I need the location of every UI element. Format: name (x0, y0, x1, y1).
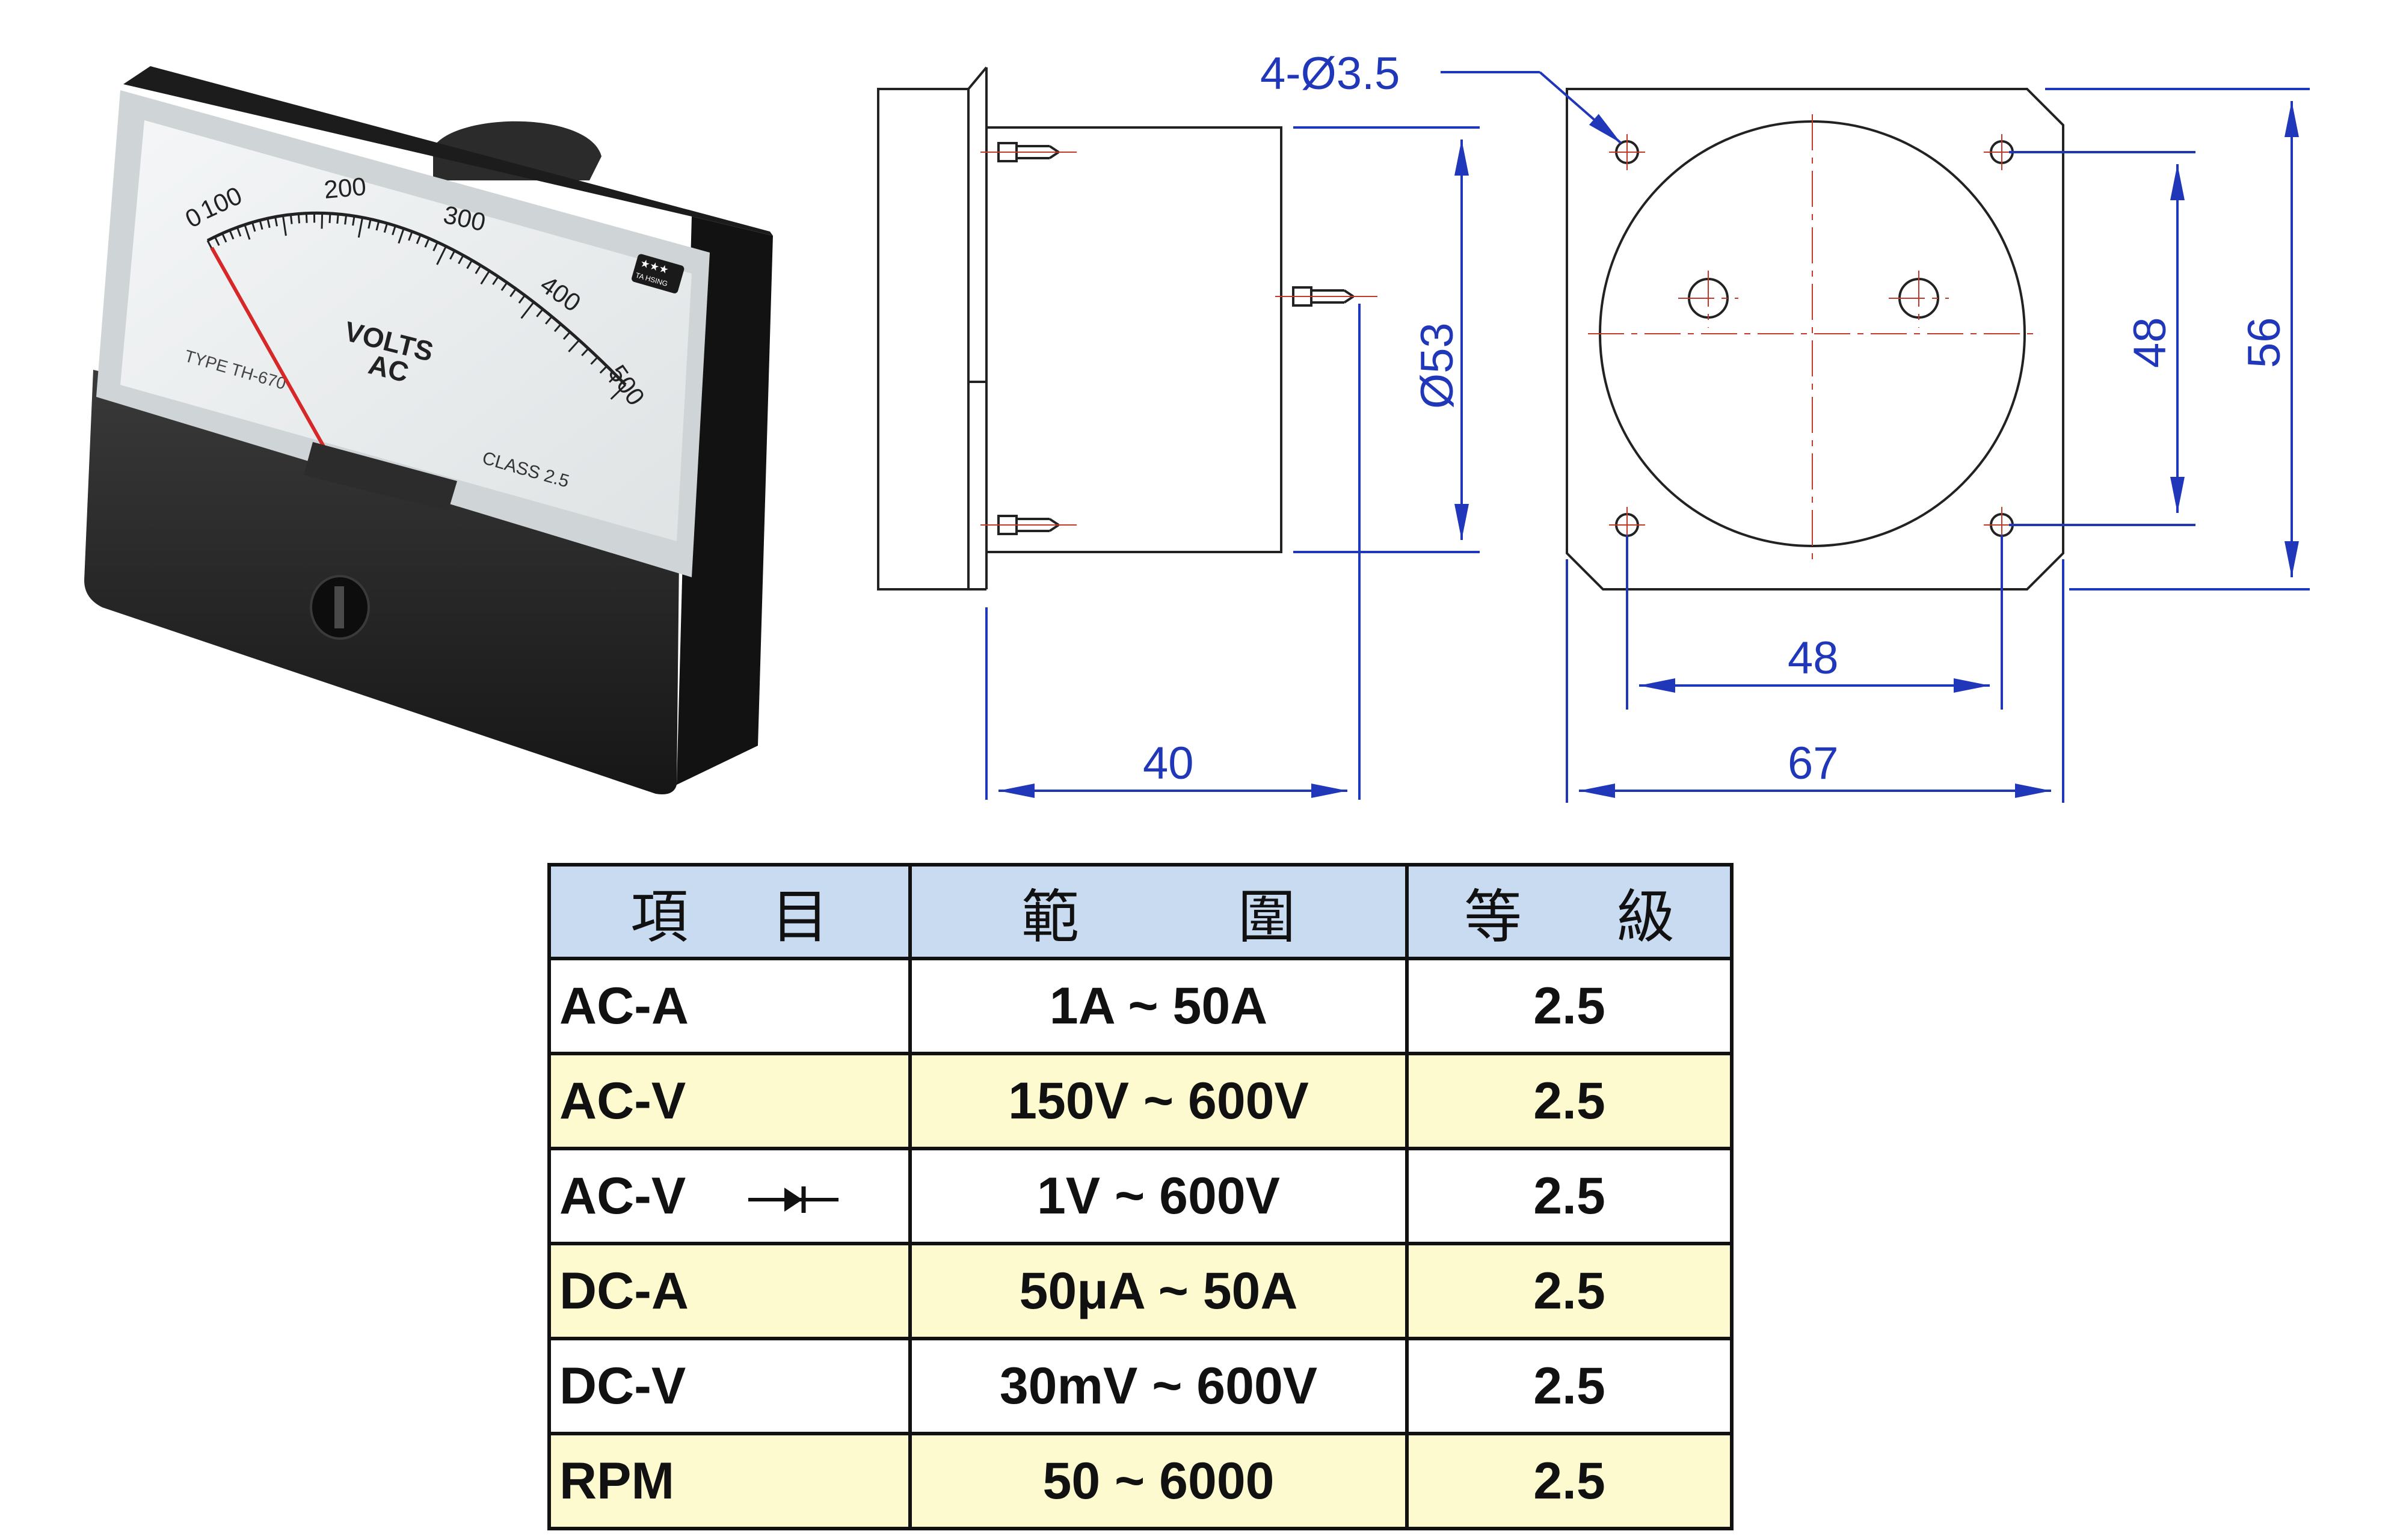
meter-needle (210, 247, 331, 458)
dim-depth: 40 (1143, 738, 1194, 789)
dim-width: 67 (1788, 738, 1839, 789)
scale-tick (553, 324, 562, 333)
scale-tick (568, 339, 580, 352)
scale-tick (244, 224, 251, 240)
scale-tick (251, 222, 256, 232)
header-class: 等級 (1405, 863, 1734, 960)
scale-tick (383, 222, 389, 233)
scale-tick (492, 276, 499, 286)
scale-tick (458, 254, 464, 265)
cell-item: AC-A (547, 957, 912, 1055)
scale-tick (609, 375, 617, 383)
scale-tick (432, 242, 438, 251)
scale-tick (221, 233, 227, 243)
cell-item: AC-V (547, 1052, 912, 1150)
spec-table: 項目 範圍 等級 AC-A 1A ~ 50A 2.5 AC-V 150V ~ 6… (547, 863, 1734, 1530)
scale-tick (475, 265, 482, 274)
front-view-centerlines (1588, 114, 2039, 559)
dim-height: 56 (2239, 317, 2290, 368)
cell-class: 2.5 (1405, 1337, 1734, 1435)
table-row: RPM 50 ~ 6000 2.5 (547, 1432, 1734, 1530)
cell-item-with-icon: AC-V (547, 1147, 912, 1245)
cell-class: 2.5 (1405, 1052, 1734, 1150)
side-view-drawing (877, 66, 1377, 591)
scale-tick (398, 228, 405, 244)
scale-tick (344, 215, 348, 225)
scale-tick (297, 213, 301, 224)
cell-class: 2.5 (1405, 1242, 1734, 1340)
panel-meter-photo: 0 100 200 300 400 500 VOLTS AC TYPE TH-6… (84, 66, 773, 794)
scale-tick (449, 250, 456, 260)
scale-tick (236, 227, 242, 237)
scale-tick (500, 282, 508, 291)
scale-ticks (206, 213, 627, 400)
scale-tick (581, 348, 589, 357)
cell-class: 2.5 (1405, 1432, 1734, 1530)
table-row: DC-A 50μA ~ 50A 2.5 (547, 1242, 1734, 1340)
diode-icon (748, 1186, 839, 1213)
table-header-row: 項目 範圍 等級 (547, 863, 1734, 960)
cell-range: 50 ~ 6000 (908, 1432, 1409, 1530)
scale-tick (274, 216, 278, 227)
side-view-dimensions (985, 126, 1480, 800)
zero-adjust-screw (310, 575, 370, 640)
scale-tick (536, 308, 544, 318)
scale-tick (424, 238, 430, 248)
dim-body-diameter: Ø53 (1412, 322, 1463, 409)
table-row: AC-A 1A ~ 50A 2.5 (547, 957, 1734, 1055)
table-row: AC-V 1V ~ 600V 2.5 (547, 1147, 1734, 1245)
dim-hole-callout: 4-Ø3.5 (1260, 48, 1400, 99)
scale-tick (375, 221, 380, 231)
cell-item: DC-A (547, 1242, 912, 1340)
scale-tick (336, 213, 339, 224)
cell-range: 1A ~ 50A (908, 957, 1409, 1055)
cell-item: RPM (547, 1432, 912, 1530)
scale-tick (520, 301, 535, 319)
scale-tick (416, 234, 422, 244)
cell-item-label: AC-V (559, 1167, 686, 1225)
scale-tick (368, 219, 372, 229)
table-row: AC-V 150V ~ 600V 2.5 (547, 1052, 1734, 1150)
scale-tick (352, 216, 355, 226)
scale-tick (466, 259, 473, 269)
scale-tick (590, 356, 598, 365)
scale-tick (509, 288, 517, 298)
cell-range: 150V ~ 600V (908, 1052, 1409, 1150)
scale-tick (259, 219, 263, 230)
scale-tick (289, 214, 293, 224)
scale-tick (357, 217, 364, 238)
front-view-drawing (1566, 88, 2064, 591)
dim-hole-spacing-vertical: 48 (2124, 317, 2176, 368)
header-item: 項目 (547, 863, 912, 960)
cell-range: 50μA ~ 50A (908, 1242, 1409, 1340)
scale-tick (408, 231, 413, 241)
scale-label-200: 200 (323, 172, 368, 204)
scale-tick (480, 270, 490, 285)
cell-class: 2.5 (1405, 1147, 1734, 1245)
scale-tick (545, 316, 553, 325)
cell-class: 2.5 (1405, 957, 1734, 1055)
scale-tick (214, 236, 220, 246)
scale-tick (610, 384, 627, 400)
scale-tick (599, 365, 608, 374)
scale-tick (436, 245, 447, 265)
scale-tick (229, 230, 235, 240)
cell-item: DC-V (547, 1337, 912, 1435)
header-range: 範圍 (908, 863, 1409, 960)
cell-range: 1V ~ 600V (908, 1147, 1409, 1245)
scale-tick (392, 225, 396, 236)
scale-tick (562, 331, 571, 340)
scale-tick (305, 213, 308, 223)
front-view-dimensions (1441, 71, 2310, 803)
scale-tick (518, 295, 526, 304)
table-row: DC-V 30mV ~ 600V 2.5 (547, 1337, 1734, 1435)
scale-tick (282, 215, 287, 236)
dial-face (120, 120, 692, 541)
cell-range: 30mV ~ 600V (908, 1337, 1409, 1435)
dim-hole-spacing-horizontal: 48 (1788, 633, 1839, 684)
scale-tick (266, 218, 271, 229)
